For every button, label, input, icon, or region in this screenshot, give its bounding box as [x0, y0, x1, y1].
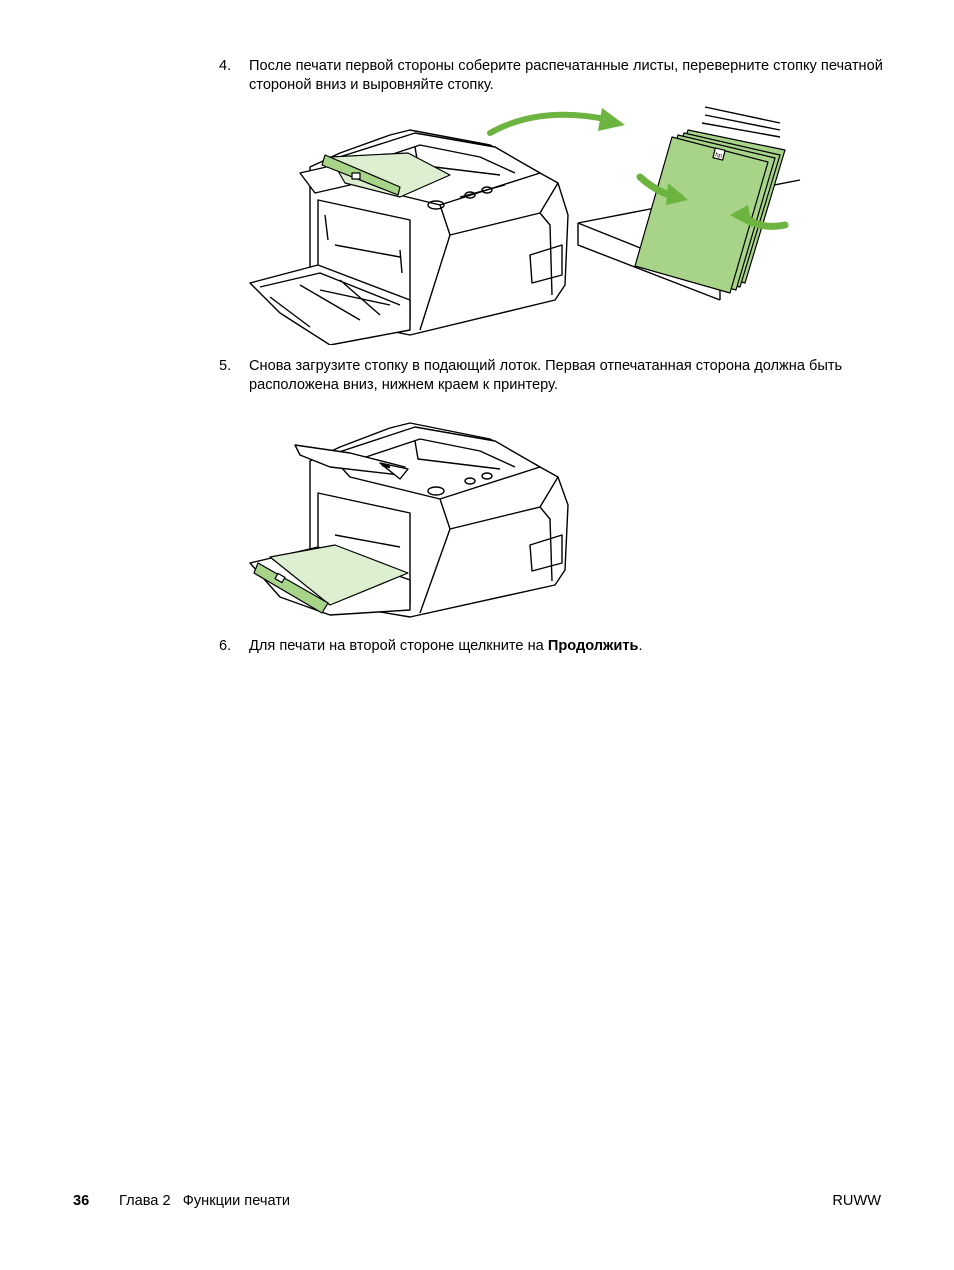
hp-logo: hp: [715, 152, 724, 160]
step-number: 5.: [219, 358, 232, 374]
step-text: После печати первой стороны соберите рас…: [249, 58, 883, 93]
printer-flip-stack-illustration: hp: [249, 106, 801, 345]
step-text: Для печати на второй стороне щелкните на…: [249, 637, 889, 656]
step-number: 6.: [219, 638, 232, 654]
doc-code: RUWW: [832, 1193, 881, 1209]
step-text: Снова загрузите стопку в подающий лоток.…: [249, 358, 843, 393]
continue-label: Продолжить: [547, 638, 639, 654]
printer-load-tray-illustration: [249, 422, 569, 618]
page-number: 36: [73, 1193, 90, 1209]
step-number: 4.: [219, 58, 232, 74]
chapter-title: Глава 2 Функции печати: [119, 1193, 291, 1209]
step-text-after: .: [638, 638, 643, 654]
step-text-before: Для печати на второй стороне щелкните на: [249, 638, 548, 654]
